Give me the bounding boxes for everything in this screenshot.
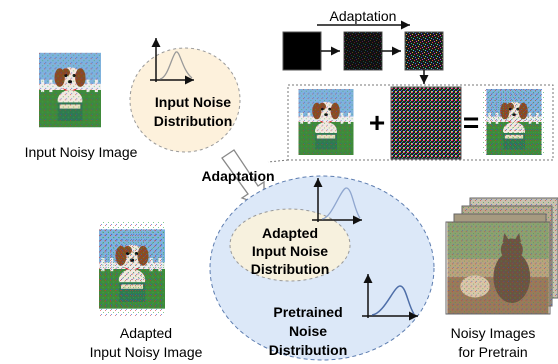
adapted-image-label-2: Input Noisy Image bbox=[90, 344, 203, 360]
adapted-noise-curve bbox=[321, 187, 361, 220]
noise-stage-1 bbox=[282, 31, 322, 71]
adapted-noise-label-3: Distribution bbox=[251, 261, 330, 277]
pretrain-images-label-2: for Pretrain bbox=[458, 344, 527, 360]
input-noisy-image-label: Input Noisy Image bbox=[25, 144, 138, 160]
adapted-input-noisy-image bbox=[99, 222, 165, 316]
input-noise-distribution-ellipse bbox=[129, 47, 241, 153]
adaptation-top-label: Adaptation bbox=[330, 8, 397, 24]
input-noise-axes bbox=[150, 38, 194, 85]
input-noise-label-1: Input Noise bbox=[155, 94, 231, 110]
input-noise-label-2: Distribution bbox=[154, 113, 233, 129]
pretrained-noise-axes bbox=[362, 274, 418, 321]
adapted-image-label-1: Adapted bbox=[120, 325, 172, 341]
pretrained-noise-label-1: Pretrained bbox=[273, 304, 342, 320]
adapted-noise-axes bbox=[312, 178, 362, 225]
input-noise-curve bbox=[159, 51, 193, 80]
pretrained-noise-curve bbox=[371, 285, 415, 316]
pretrain-images-label-1: Noisy Images bbox=[451, 325, 536, 341]
equals-symbol: = bbox=[463, 107, 479, 138]
pretrain-image-stack bbox=[445, 197, 558, 315]
equation-output-image bbox=[483, 89, 545, 155]
equation-callout-line bbox=[267, 159, 289, 163]
input-noisy-image bbox=[39, 42, 101, 138]
adaptation-middle-label: Adaptation bbox=[201, 168, 274, 184]
adapted-input-noise-ellipse bbox=[229, 208, 351, 282]
plus-symbol: + bbox=[369, 107, 385, 138]
adapted-noise-label-1: Adapted bbox=[262, 225, 318, 241]
pretrained-noise-label-2: Noise bbox=[289, 323, 327, 339]
adapted-noise-label-2: Input Noise bbox=[252, 243, 328, 259]
noise-stage-3 bbox=[404, 31, 444, 71]
equation-input-image bbox=[298, 89, 354, 155]
pretrained-noise-label-3: Distribution bbox=[269, 342, 348, 358]
equation-noise-image bbox=[390, 86, 462, 160]
